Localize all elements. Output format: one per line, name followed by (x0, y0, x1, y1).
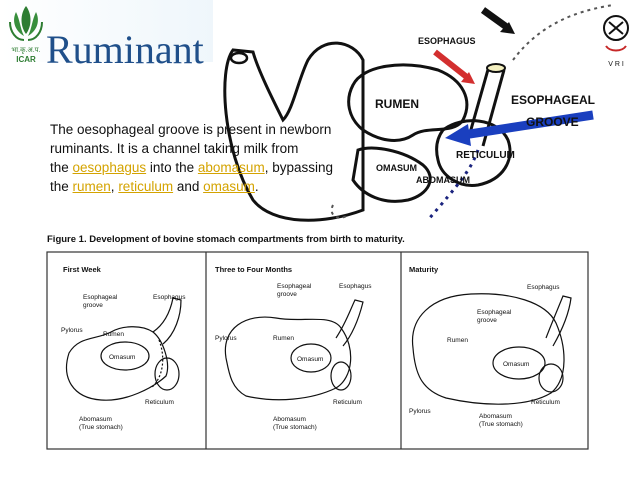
label-pylorus: Pylorus (61, 327, 83, 334)
desc-text: , bypassing (264, 160, 333, 175)
omasum-outline (351, 146, 432, 203)
vri-logo: V R I (600, 4, 632, 72)
development-figure: Figure 1. Development of bovine stomach … (41, 228, 594, 456)
label-rumen: Rumen (447, 337, 468, 344)
label-reticulum: Reticulum (145, 399, 174, 406)
label-esophagus: Esophagus (339, 283, 372, 290)
link-omasum[interactable]: omasum (203, 179, 255, 194)
label-esophagus: Esophagus (527, 284, 560, 291)
label-rumen: RUMEN (375, 97, 419, 111)
desc-text: , (110, 179, 119, 194)
label-esophagus: ESOPHAGUS (418, 36, 476, 46)
label-omasum: Omasum (503, 361, 529, 368)
logo-hindi-text: भा.कृ.अ.प. (11, 47, 40, 54)
logo-icar-text: ICAR (16, 55, 36, 64)
panel-maturity: Maturity Esophagus Esophageal groove Rum… (409, 265, 572, 428)
label-groove: groove (83, 302, 103, 309)
desc-text: . (254, 179, 259, 194)
label-pylorus: Pylorus (409, 408, 431, 415)
desc-text: the (50, 160, 73, 175)
top-stomach-diagram: ESOPHAGUS RUMEN ESOPHAGEAL GROOVE RETICU… (213, 0, 638, 226)
desc-line-3: the oesophagus into the abomasum, bypass… (50, 158, 360, 177)
label-omasum: Omasum (297, 356, 323, 363)
desc-text: and (173, 179, 204, 194)
panel-title: Three to Four Months (215, 265, 292, 274)
label-true-stomach: (True stomach) (479, 421, 523, 428)
label-esophagus: Esophagus (153, 294, 186, 301)
label-omasum: Omasum (109, 354, 135, 361)
label-rumen: Rumen (103, 331, 124, 338)
stomach-outline (223, 41, 365, 222)
label-groove: GROOVE (526, 115, 579, 129)
label-rumen: Rumen (273, 335, 294, 342)
label-true-stomach: (True stomach) (273, 424, 317, 431)
label-reticulum: Reticulum (333, 399, 362, 406)
label-esophageal: Esophageal (83, 294, 118, 301)
slide-title: Ruminant (46, 27, 204, 72)
desc-line-1: The oesophageal groove is present in new… (50, 122, 332, 137)
panel-title: Maturity (409, 265, 439, 274)
rumen-outline (347, 63, 469, 142)
label-esophageal: ESOPHAGEAL (511, 93, 595, 107)
label-groove: groove (277, 291, 297, 298)
icar-logo: भा.कृ.अ.प. ICAR (6, 2, 46, 66)
label-reticulum: RETICULUM (456, 150, 515, 161)
desc-text: into the (146, 160, 198, 175)
label-esophageal: Esophageal (477, 309, 512, 316)
label-esophageal: Esophageal (277, 283, 312, 290)
link-oesophagus[interactable]: oesophagus (72, 160, 147, 175)
label-abomasum: Abomasum (479, 413, 512, 420)
logo-vri-text: V R I (608, 61, 624, 68)
link-reticulum[interactable]: reticulum (118, 179, 174, 194)
reticulum-outline (435, 119, 512, 187)
link-abomasum[interactable]: abomasum (197, 160, 265, 175)
desc-text: the (50, 179, 73, 194)
label-pylorus: Pylorus (215, 335, 237, 342)
label-abomasum: Abomasum (79, 416, 112, 423)
link-rumen[interactable]: rumen (72, 179, 111, 194)
desc-line-4: the rumen, reticulum and omasum. (50, 177, 360, 196)
panel-title: First Week (63, 265, 102, 274)
panel-three-four-months: Three to Four Months Esophageal groove E… (215, 265, 372, 431)
label-reticulum: Reticulum (531, 399, 560, 406)
label-abomasum: Abomasum (273, 416, 306, 423)
label-omasum: OMASUM (376, 163, 417, 173)
label-true-stomach: (True stomach) (79, 424, 123, 431)
figure-caption: Figure 1. Development of bovine stomach … (47, 234, 405, 245)
label-abomasum: ABOMASUM (416, 175, 470, 185)
label-groove: groove (477, 317, 497, 324)
panel-first-week: First Week Esophageal groove Esophagus P… (61, 265, 186, 431)
desc-line-2: ruminants. It is a channel taking milk f… (50, 141, 299, 156)
description-text: The oesophageal groove is present in new… (50, 120, 360, 196)
